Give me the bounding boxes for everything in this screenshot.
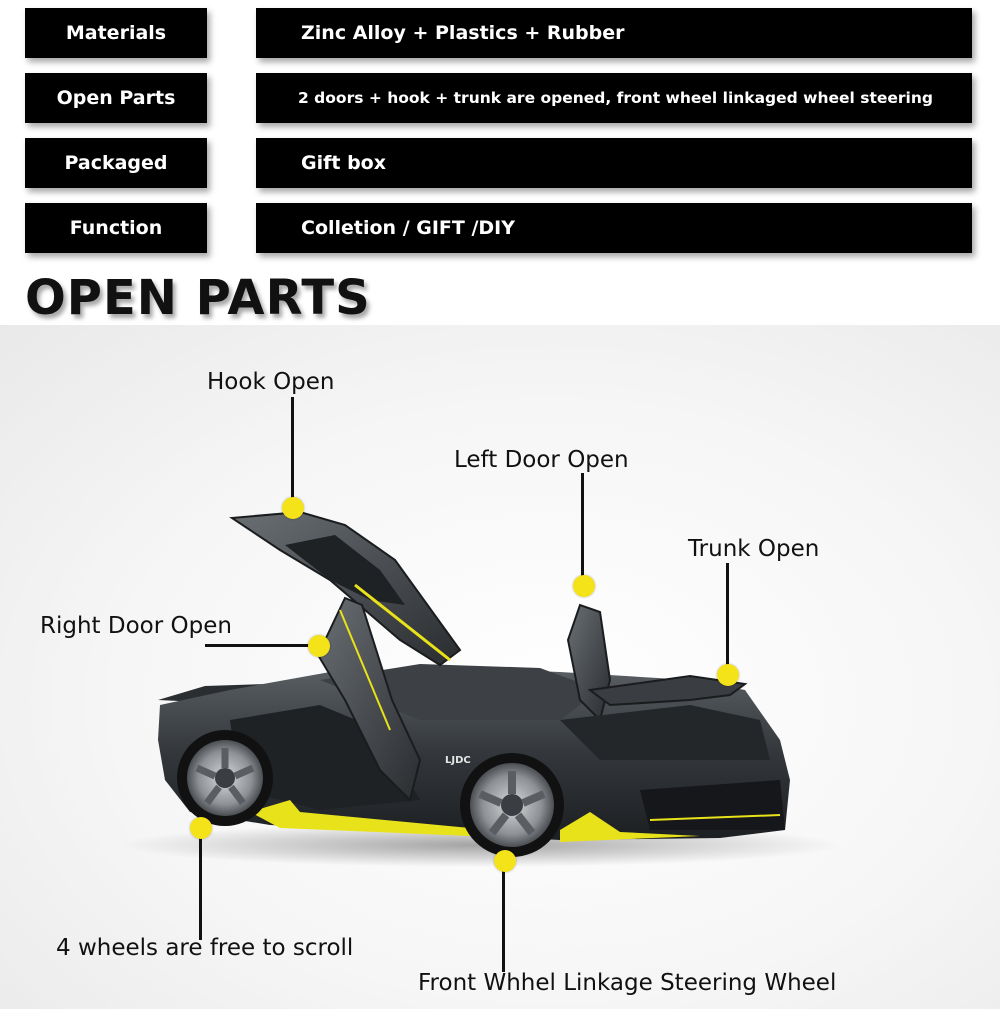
trunk-open-label: Trunk Open <box>688 536 820 562</box>
spec-label: Open Parts <box>25 73 207 123</box>
spec-label: Packaged <box>25 138 207 188</box>
right-door-accent <box>339 609 391 731</box>
spec-value: Zinc Alloy + Plastics + Rubber <box>256 8 972 58</box>
front-splitter-accent <box>560 812 700 842</box>
rear-wheel <box>177 730 273 826</box>
front-grille <box>640 780 785 830</box>
spec-value: Colletion / GIFT /DIY <box>256 203 972 253</box>
left-door-marker-dot <box>573 575 595 597</box>
left-door-leader-line <box>581 473 584 585</box>
right-door-leader-line <box>205 644 317 647</box>
left-door-open-label: Left Door Open <box>454 447 629 473</box>
spec-label: Materials <box>25 8 207 58</box>
spec-row-packaged: Packaged Gift box <box>0 138 1000 188</box>
steering-leader-line <box>502 860 505 972</box>
right-door-open-label: Right Door Open <box>40 613 232 639</box>
spec-value: Gift box <box>256 138 972 188</box>
steering-marker-dot <box>494 850 516 872</box>
wheels-marker-dot <box>190 817 212 839</box>
car-badge: LJDC <box>445 755 471 766</box>
hook-open-label: Hook Open <box>207 369 335 395</box>
hook-leader-line <box>291 397 294 505</box>
side-skirt-accent <box>250 800 470 836</box>
front-bay <box>560 705 770 760</box>
grille-accent <box>649 814 781 821</box>
wheels-leader-line <box>199 826 202 940</box>
trunk-leader-line <box>726 563 729 673</box>
spec-label: Function <box>25 203 207 253</box>
hook-marker-dot <box>282 497 304 519</box>
right-door <box>316 596 422 802</box>
hook-cover <box>229 510 462 667</box>
wheels-free-label: 4 wheels are free to scroll <box>56 935 354 961</box>
spec-row-materials: Materials Zinc Alloy + Plastics + Rubber <box>0 8 1000 58</box>
trunk-lid <box>587 674 748 707</box>
section-title: OPEN PARTS <box>25 270 371 326</box>
right-door-marker-dot <box>308 635 330 657</box>
hook-cover-vent <box>285 535 405 605</box>
front-wheel <box>460 753 564 857</box>
spec-row-open-parts: Open Parts 2 doors + hook + trunk are op… <box>0 73 1000 123</box>
trunk-marker-dot <box>717 664 739 686</box>
steering-linkage-label: Front Whhel Linkage Steering Wheel <box>418 970 837 996</box>
spec-row-function: Function Colletion / GIFT /DIY <box>0 203 1000 253</box>
hook-cover-accent <box>354 583 451 662</box>
spec-value: 2 doors + hook + trunk are opened, front… <box>256 73 972 123</box>
